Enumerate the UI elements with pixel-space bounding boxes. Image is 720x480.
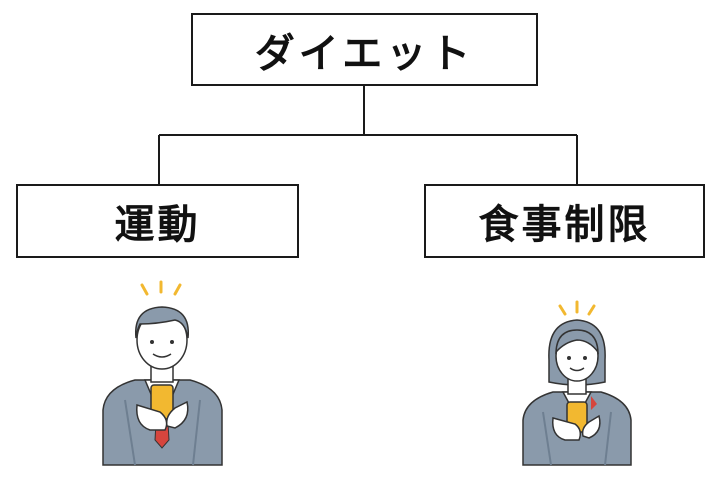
branch-node-exercise-label: 運動: [114, 202, 201, 248]
root-node-label: ダイエット: [254, 30, 475, 77]
branch-node-diet-restriction-label: 食事制限: [478, 202, 651, 248]
man-with-smartphone-icon: [102, 280, 223, 466]
woman-with-smartphone-icon: [522, 300, 632, 466]
root-node-diet: ダイエット: [191, 13, 538, 86]
branch-node-exercise: 運動: [16, 184, 299, 258]
branch-node-diet-restriction: 食事制限: [424, 184, 705, 258]
